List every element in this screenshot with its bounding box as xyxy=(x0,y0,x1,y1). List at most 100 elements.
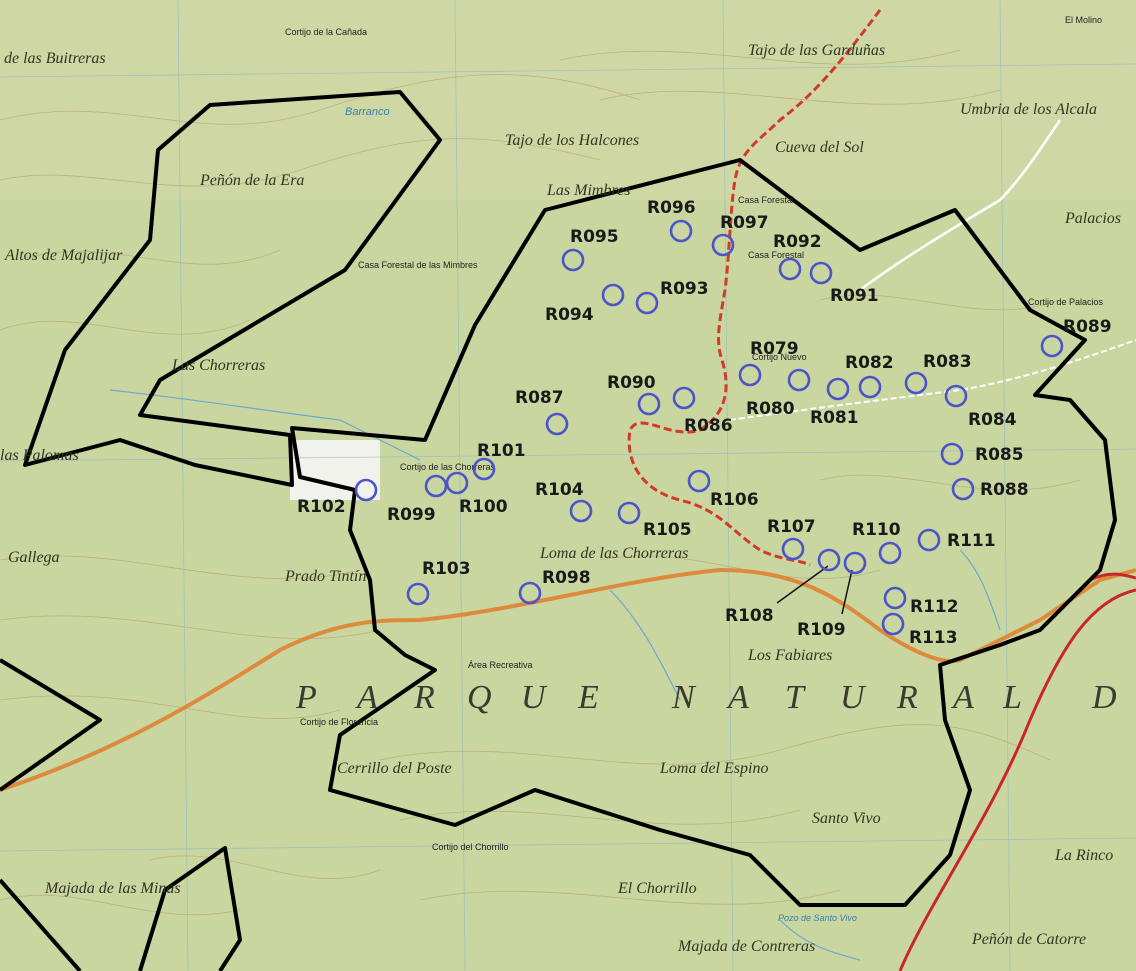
site-label: R079 xyxy=(750,339,799,359)
site-label: R104 xyxy=(535,480,584,500)
site-marker[interactable] xyxy=(635,291,659,315)
site-marker[interactable] xyxy=(878,541,902,565)
site-R108[interactable]: R108 xyxy=(725,548,841,626)
site-label: R083 xyxy=(923,352,972,372)
place-cueva-sol: Cueva del Sol xyxy=(775,139,864,156)
site-R079[interactable]: R079 xyxy=(738,339,799,387)
site-R112[interactable]: R112 xyxy=(883,586,959,617)
site-R080[interactable]: R080 xyxy=(746,368,811,419)
site-R089[interactable]: R089 xyxy=(1040,317,1112,358)
site-marker[interactable] xyxy=(601,283,625,307)
site-R082[interactable]: R082 xyxy=(845,353,894,399)
site-marker[interactable] xyxy=(561,248,585,272)
park-letter: R xyxy=(413,679,437,716)
site-R085[interactable]: R085 xyxy=(940,442,1024,466)
site-R110[interactable]: R110 xyxy=(852,520,902,565)
site-marker[interactable] xyxy=(904,371,928,395)
site-marker[interactable] xyxy=(711,233,735,257)
site-marker[interactable] xyxy=(944,384,968,408)
site-label: R109 xyxy=(797,620,846,640)
site-R094[interactable]: R094 xyxy=(545,283,625,325)
site-label: R106 xyxy=(710,490,759,510)
site-marker[interactable] xyxy=(787,368,811,392)
site-R090[interactable]: R090 xyxy=(607,373,661,416)
site-marker[interactable] xyxy=(472,457,496,481)
site-R101[interactable]: R101 xyxy=(472,441,526,481)
site-R104[interactable]: R104 xyxy=(535,480,593,523)
site-R083[interactable]: R083 xyxy=(904,352,972,395)
site-R106[interactable]: R106 xyxy=(687,469,759,510)
site-R098[interactable]: R098 xyxy=(518,568,591,605)
site-R087[interactable]: R087 xyxy=(515,388,569,436)
place-pozo-santo-vivo: Pozo de Santo Vivo xyxy=(778,913,857,923)
place-las-chorreras: Las Chorreras xyxy=(171,357,265,374)
site-R088[interactable]: R088 xyxy=(951,477,1029,501)
park-letter: N xyxy=(671,679,697,716)
site-R111[interactable]: R111 xyxy=(917,528,996,552)
site-R102[interactable]: R102 xyxy=(297,478,378,517)
site-R095[interactable]: R095 xyxy=(561,227,619,272)
place-buitreras: de las Buitreras xyxy=(4,50,106,67)
park-letter: P xyxy=(295,679,319,716)
place-majada-contreras: Majada de Contreras xyxy=(677,938,815,955)
site-marker[interactable] xyxy=(940,442,964,466)
site-R093[interactable]: R093 xyxy=(635,279,709,315)
site-marker[interactable] xyxy=(843,551,867,575)
site-marker[interactable] xyxy=(669,219,693,243)
site-marker[interactable] xyxy=(858,375,882,399)
site-marker[interactable] xyxy=(687,469,711,493)
site-marker[interactable] xyxy=(569,499,593,523)
park-name-label: P A R Q U E N A T U R A L D xyxy=(295,679,1119,716)
site-label: R108 xyxy=(725,606,774,626)
place-loma-espino: Loma del Espino xyxy=(659,760,768,777)
site-marker[interactable] xyxy=(881,612,905,636)
site-marker[interactable] xyxy=(617,501,641,525)
site-marker[interactable] xyxy=(951,477,975,501)
site-marker[interactable] xyxy=(406,582,430,606)
site-R109[interactable]: R109 xyxy=(797,551,867,640)
site-marker[interactable] xyxy=(817,548,841,572)
site-marker[interactable] xyxy=(917,528,941,552)
site-marker[interactable] xyxy=(778,257,802,281)
site-label: R110 xyxy=(852,520,901,540)
site-R086[interactable]: R086 xyxy=(672,386,733,436)
site-R081[interactable]: R081 xyxy=(810,377,859,428)
site-R092[interactable]: R092 xyxy=(773,232,822,281)
site-R097[interactable]: R097 xyxy=(711,213,769,257)
site-marker[interactable] xyxy=(424,474,448,498)
site-marker[interactable] xyxy=(1040,334,1064,358)
site-R100[interactable]: R100 xyxy=(445,471,508,517)
site-marker[interactable] xyxy=(518,581,542,605)
place-penon-era: Peñón de la Era xyxy=(199,172,304,189)
site-marker[interactable] xyxy=(545,412,569,436)
site-R084[interactable]: R084 xyxy=(944,384,1017,430)
site-R103[interactable]: R103 xyxy=(406,559,471,606)
survey-sites: R095 R096 R097 R092 R091 R093 R094 R089 xyxy=(297,198,1112,648)
site-R105[interactable]: R105 xyxy=(617,501,692,540)
site-label: R093 xyxy=(660,279,709,299)
site-R107[interactable]: R107 xyxy=(767,517,816,561)
site-marker[interactable] xyxy=(637,392,661,416)
site-R113[interactable]: R113 xyxy=(881,612,958,648)
site-label: R102 xyxy=(297,497,346,517)
site-R096[interactable]: R096 xyxy=(647,198,696,243)
site-marker[interactable] xyxy=(826,377,850,401)
white-track xyxy=(729,339,1136,421)
park-letter: D xyxy=(1091,679,1119,716)
site-marker[interactable] xyxy=(809,261,833,285)
park-letter: U xyxy=(840,679,867,716)
site-label: R080 xyxy=(746,399,795,419)
site-marker[interactable] xyxy=(781,537,805,561)
site-marker[interactable] xyxy=(445,471,469,495)
site-marker[interactable] xyxy=(738,363,762,387)
site-R091[interactable]: R091 xyxy=(809,261,879,306)
site-marker[interactable] xyxy=(672,386,696,410)
site-label: R088 xyxy=(980,480,1029,500)
park-letter: T xyxy=(785,679,806,716)
site-marker[interactable] xyxy=(354,478,378,502)
site-marker[interactable] xyxy=(883,586,907,610)
place-casa-forestal-2: Casa Forestal xyxy=(748,250,804,260)
site-R099[interactable]: R099 xyxy=(387,474,448,525)
place-umbria: Umbria de los Alcala xyxy=(960,101,1097,118)
